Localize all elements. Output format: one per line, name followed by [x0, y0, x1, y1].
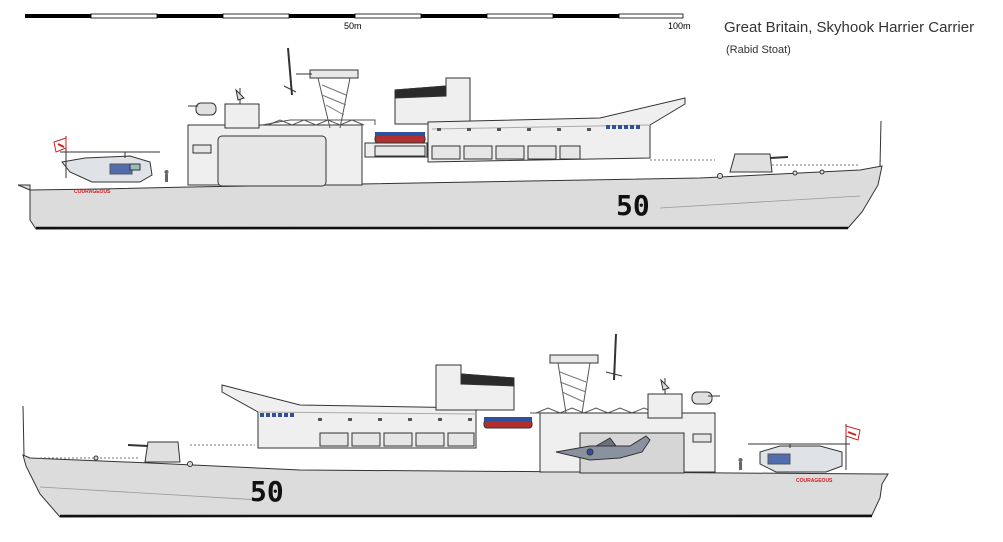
hull-bottom — [22, 454, 889, 518]
hull-number-top: 50 — [616, 189, 650, 222]
bridge-windows-top — [606, 125, 640, 129]
deck-windows-top — [437, 128, 591, 131]
scale-label-100m: 100m — [668, 21, 691, 31]
forward-turret-bottom — [144, 441, 181, 463]
deck-windows-bottom — [318, 418, 472, 421]
ensign-top — [53, 136, 67, 178]
ship-name-bottom: COURAGEOUS — [796, 478, 833, 484]
helicopter-bottom — [748, 443, 850, 473]
crane-truss-top — [261, 47, 376, 129]
ensign-bottom — [845, 424, 861, 470]
funnel-bottom — [435, 364, 515, 411]
hangar-door-top — [217, 135, 327, 187]
ship-name-top: COURAGEOUS — [74, 189, 111, 195]
scale-label-50m: 50m — [344, 21, 362, 31]
forward-superstructure-bottom — [221, 384, 477, 449]
forward-turret-top — [729, 153, 773, 173]
scale-bar-segments — [25, 13, 684, 19]
harrier-jet-bottom — [555, 435, 651, 461]
hull-number-bottom: 50 — [250, 475, 284, 508]
drawing-subtitle: (Rabid Stoat) — [726, 44, 791, 56]
crew-figure-top — [164, 170, 169, 182]
lifeboat-bottom — [483, 419, 533, 429]
bridge-windows-bottom — [260, 413, 294, 417]
hull-top — [17, 165, 883, 230]
crew-figure-bottom — [738, 458, 743, 470]
drawing-title: Great Britain, Skyhook Harrier Carrier — [724, 19, 975, 36]
scale-bar — [25, 13, 684, 19]
helicopter-top — [60, 151, 160, 183]
